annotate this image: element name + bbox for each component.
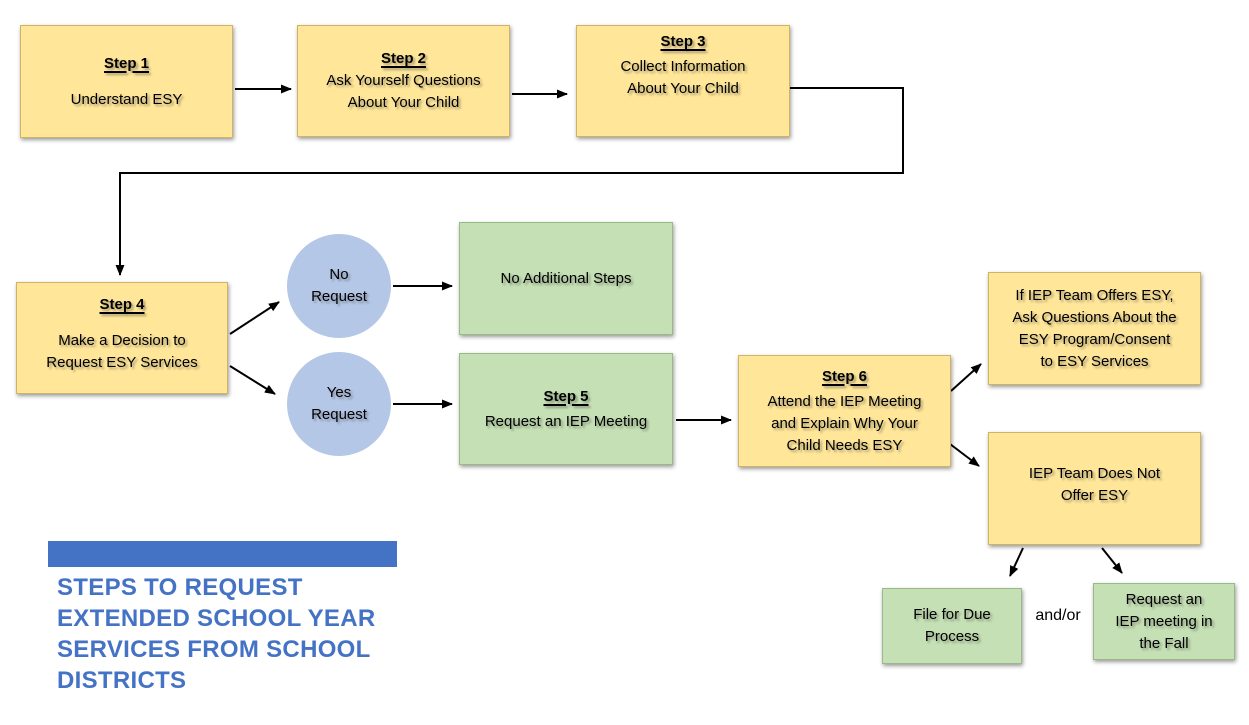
iep-offers-esy-label: If IEP Team Offers ESY,Ask Questions Abo… — [1012, 286, 1177, 370]
step5-box: Step 5 Request an IEP Meeting — [459, 353, 673, 465]
step1-box: Step 1 Understand ESY — [20, 25, 233, 138]
no-additional-steps-box: No Additional Steps — [459, 222, 673, 335]
step1-header: Step 1 — [103, 54, 149, 72]
step1-body: Understand ESY — [70, 90, 183, 108]
arrow-step6-offers — [950, 363, 982, 392]
connector-step3-step4 — [115, 87, 904, 276]
arrow-step4-no-request — [229, 301, 280, 335]
arrow-step6-not-offer — [949, 443, 980, 467]
and-or-label: and/or — [1035, 607, 1081, 624]
step2-header: Step 2 — [380, 50, 426, 67]
arrow-not-offer-due-process — [1009, 547, 1024, 577]
iep-offers-esy-box: If IEP Team Offers ESY,Ask Questions Abo… — [988, 272, 1201, 385]
step3-header: Step 3 — [660, 33, 706, 50]
step5-body: Request an IEP Meeting — [484, 412, 648, 430]
title-accent-bar — [48, 541, 397, 567]
arrow-not-offer-fall-meeting — [1101, 547, 1123, 574]
arrow-step4-yes-request — [229, 365, 276, 395]
no-additional-steps-label: No Additional Steps — [500, 269, 632, 287]
step6-header: Step 6 — [821, 367, 867, 385]
step5-header: Step 5 — [543, 387, 589, 405]
step4-header: Step 4 — [99, 296, 145, 313]
